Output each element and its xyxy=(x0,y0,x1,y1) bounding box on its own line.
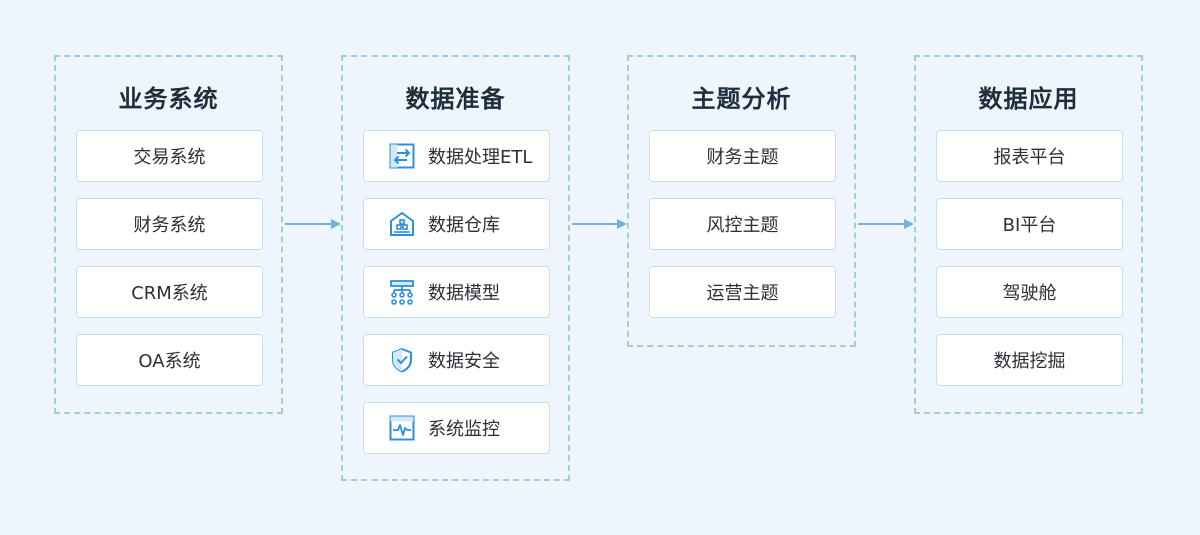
node-data-security: 数据安全 xyxy=(363,334,550,386)
node-etl: 数据处理ETL xyxy=(363,130,550,182)
node-label: 数据处理ETL xyxy=(428,147,533,168)
column-topic-analysis: 主题分析 财务主题 风控主题 运营主题 xyxy=(627,55,856,347)
arrow-connector xyxy=(285,218,341,230)
arrow-connector xyxy=(858,218,914,230)
warehouse-icon xyxy=(388,210,416,238)
node-finance-system: 财务系统 xyxy=(76,198,263,250)
column-title: 数据应用 xyxy=(978,85,1079,113)
column-title: 业务系统 xyxy=(118,85,219,113)
arrow-connector xyxy=(572,218,627,230)
node-label: 数据安全 xyxy=(428,351,500,372)
exchange-arrows-icon xyxy=(388,142,416,170)
node-report-platform: 报表平台 xyxy=(936,130,1123,182)
node-crm-system: CRM系统 xyxy=(76,266,263,318)
hierarchy-model-icon xyxy=(388,278,416,306)
node-bi-platform: BI平台 xyxy=(936,198,1123,250)
node-finance-topic: 财务主题 xyxy=(649,130,836,182)
node-label: 数据模型 xyxy=(428,283,500,304)
node-data-mining: 数据挖掘 xyxy=(936,334,1123,386)
column-title: 数据准备 xyxy=(405,85,506,113)
node-operations-topic: 运营主题 xyxy=(649,266,836,318)
column-business-systems: 业务系统 交易系统 财务系统 CRM系统 OA系统 xyxy=(54,55,283,414)
column-data-preparation: 数据准备 数据处理ETL xyxy=(341,55,570,481)
node-trading-system: 交易系统 xyxy=(76,130,263,182)
node-data-warehouse: 数据仓库 xyxy=(363,198,550,250)
column-data-applications: 数据应用 报表平台 BI平台 驾驶舱 数据挖掘 xyxy=(914,55,1143,414)
node-cockpit: 驾驶舱 xyxy=(936,266,1123,318)
shield-check-icon xyxy=(388,346,416,374)
column-title: 主题分析 xyxy=(691,85,792,113)
node-data-model: 数据模型 xyxy=(363,266,550,318)
node-label: 数据仓库 xyxy=(428,215,500,236)
pulse-monitor-icon xyxy=(388,414,416,442)
node-system-monitoring: 系统监控 xyxy=(363,402,550,454)
node-label: 系统监控 xyxy=(428,419,500,440)
node-risk-topic: 风控主题 xyxy=(649,198,836,250)
node-oa-system: OA系统 xyxy=(76,334,263,386)
